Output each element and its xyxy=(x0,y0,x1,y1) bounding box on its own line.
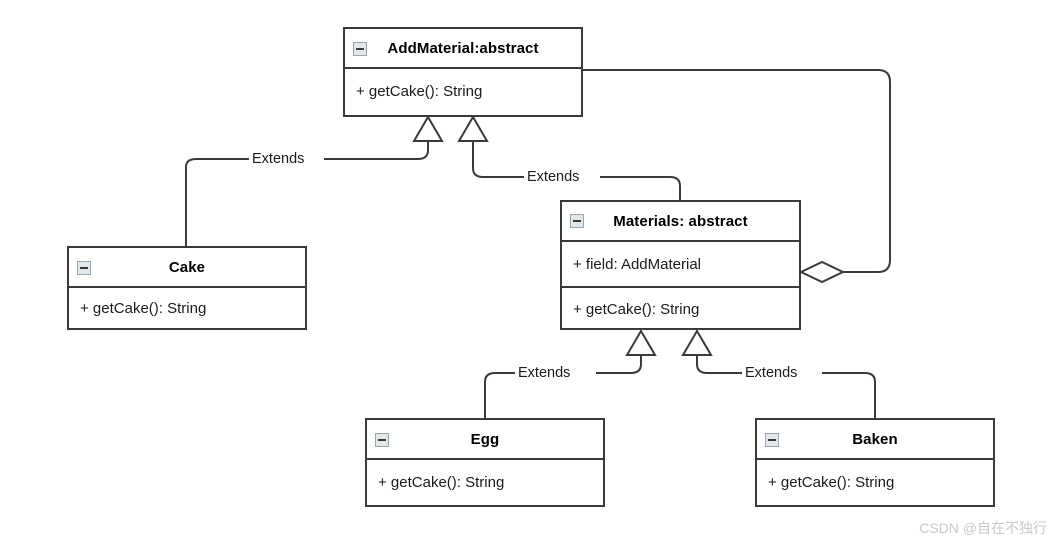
generalization-arrow-egg xyxy=(625,329,657,356)
watermark: CSDN @自在不独行 xyxy=(919,520,1047,536)
class-title-bar-cake: Cake xyxy=(69,248,305,288)
class-box-egg[interactable]: Egg + getCake(): String xyxy=(365,418,605,507)
class-box-cake[interactable]: Cake + getCake(): String xyxy=(67,246,307,330)
edge-label-baken-extends: Extends xyxy=(742,365,801,381)
class-name-baken: Baken xyxy=(852,431,898,448)
class-name-egg: Egg xyxy=(470,431,500,448)
generalization-arrow-materials xyxy=(457,115,489,142)
collapse-minus-icon[interactable] xyxy=(375,432,389,447)
class-title-bar-addmaterial: AddMaterial:abstract xyxy=(345,29,581,69)
class-box-materials[interactable]: Materials: abstract + field: AddMaterial… xyxy=(560,200,801,330)
class-member-materials-1: + getCake(): String xyxy=(562,286,799,330)
class-title-bar-egg: Egg xyxy=(367,420,603,460)
class-title-bar-baken: Baken xyxy=(757,420,993,460)
class-member-egg-0: + getCake(): String xyxy=(378,474,505,491)
collapse-minus-icon[interactable] xyxy=(765,432,779,447)
generalization-arrow-baken xyxy=(681,329,713,356)
aggregation-diamond xyxy=(798,260,846,284)
collapse-minus-icon[interactable] xyxy=(570,214,584,228)
class-box-addmaterial[interactable]: AddMaterial:abstract + getCake(): String xyxy=(343,27,583,117)
class-member-addmaterial-0: + getCake(): String xyxy=(356,82,483,100)
class-name-addmaterial: AddMaterial:abstract xyxy=(387,40,539,57)
class-box-baken[interactable]: Baken + getCake(): String xyxy=(755,418,995,507)
edge-label-egg-extends: Extends xyxy=(515,365,574,381)
class-title-bar-materials: Materials: abstract xyxy=(562,202,799,242)
collapse-minus-icon[interactable] xyxy=(77,260,91,275)
class-name-materials: Materials: abstract xyxy=(613,212,748,230)
class-member-cake-0: + getCake(): String xyxy=(80,299,207,317)
collapse-minus-icon[interactable] xyxy=(353,41,367,56)
class-member-materials-0: + field: AddMaterial xyxy=(573,255,701,273)
generalization-arrow-cake xyxy=(412,115,444,142)
edge-label-materials-extends: Extends xyxy=(524,169,583,185)
class-member-baken-0: + getCake(): String xyxy=(768,474,895,491)
edge-label-cake-extends: Extends xyxy=(249,151,308,167)
class-name-cake: Cake xyxy=(168,259,206,276)
